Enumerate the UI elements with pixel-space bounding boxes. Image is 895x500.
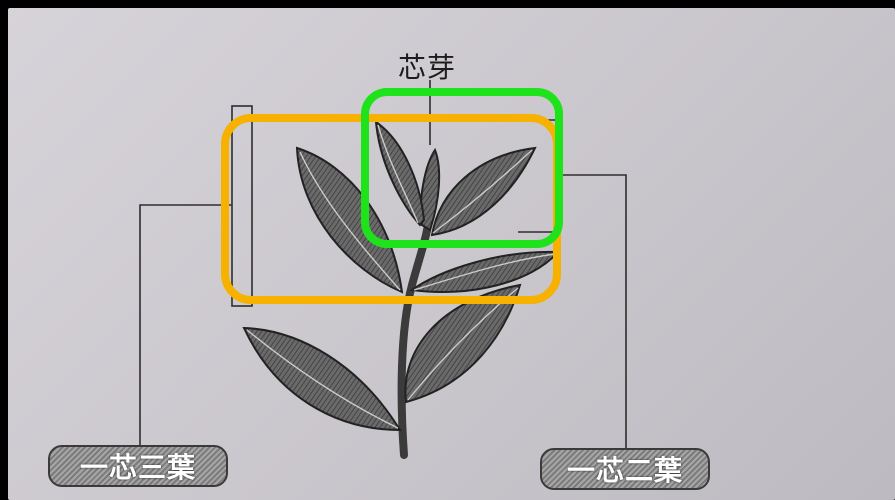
one-bud-three-leaves-label: 一芯三葉 [80, 446, 196, 486]
one-bud-two-leaves-tag: 一芯二葉 [540, 448, 710, 490]
terminal-bud-label: 芯芽 [398, 46, 456, 86]
green-highlight-box [361, 88, 563, 248]
lower-left-leaf [244, 328, 400, 430]
one-bud-three-leaves-tag: 一芯三葉 [48, 445, 228, 487]
one-bud-two-leaves-label: 一芯二葉 [567, 449, 683, 489]
